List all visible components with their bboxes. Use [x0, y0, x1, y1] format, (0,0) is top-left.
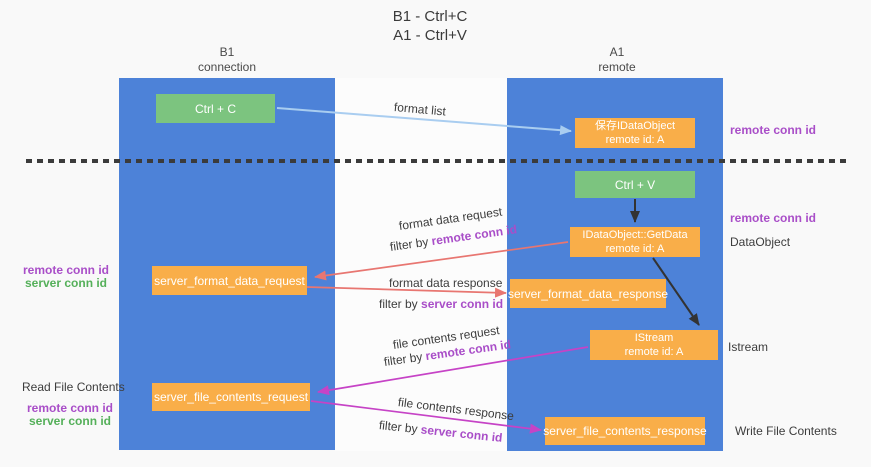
format-data-response-label: format data response [389, 276, 503, 290]
middle-strip [335, 78, 507, 451]
filter-by-prefix: filter by [379, 297, 422, 311]
diagram-title: B1 - Ctrl+C A1 - Ctrl+V [330, 7, 530, 45]
server-file-contents-response-box: server_file_contents_response [543, 417, 707, 445]
format-server-conn-id: server conn id [24, 276, 108, 290]
read-file-contents-label: Read File Contents [22, 380, 125, 394]
file-server-conn-id: server conn id [28, 414, 112, 428]
lane-b1-title: B1 [219, 45, 235, 59]
copy-paste-divider-line [26, 159, 846, 163]
lane-a1-subtitle: remote [598, 60, 636, 74]
read-file-contents-block: Read File Contents remote conn id server… [22, 380, 125, 428]
format-request-label: server_format_data_request [154, 273, 305, 288]
istream-box: IStream remote id: A [590, 330, 718, 360]
dataobject-label: DataObject [730, 235, 791, 249]
filter-server-conn-id: server conn id [421, 297, 504, 311]
format-response-filter-label: filter by server conn id [379, 297, 503, 311]
save-dataobject-line2: remote id: A [605, 134, 665, 146]
remote-conn-id-label-mid: remote conn id [730, 211, 817, 225]
lane-a1-title: A1 [609, 45, 625, 59]
istream-side-label: Istream [728, 340, 769, 354]
file-response-label: server_file_contents_response [543, 424, 707, 438]
file-request-label: server_file_contents_request [153, 390, 309, 404]
istream-line2: remote id: A [624, 346, 684, 358]
ctrl-c-label: Ctrl + C [194, 101, 236, 116]
lane-b1-subtitle: connection [197, 60, 257, 74]
save-dataobject-line1: 保存IDataObject [594, 120, 676, 132]
format-remote-conn-id: remote conn id [22, 263, 109, 277]
getdata-line1: IDataObject::GetData [582, 229, 688, 241]
save-dataobject-box: 保存IDataObject remote id: A [575, 118, 695, 148]
format-conn-id-block: remote conn id server conn id [20, 264, 112, 290]
server-format-data-response-box: server_format_data_response [507, 279, 669, 308]
file-remote-conn-id: remote conn id [26, 401, 113, 415]
server-file-contents-request-box: server_file_contents_request [152, 383, 310, 411]
lane-header-a1: A1 remote [537, 45, 697, 75]
ctrl-v-box: Ctrl + V [575, 171, 695, 198]
istream-line1: IStream [634, 332, 674, 344]
remote-conn-id-label-top: remote conn id [730, 123, 817, 137]
ctrl-c-box: Ctrl + C [156, 94, 275, 123]
ctrl-v-label: Ctrl + V [614, 177, 656, 192]
format-response-label: server_format_data_response [507, 286, 669, 301]
idataobject-getdata-box: IDataObject::GetData remote id: A [570, 227, 700, 257]
title-line-1: B1 - Ctrl+C [392, 8, 468, 25]
write-file-contents-label: Write File Contents [735, 424, 837, 438]
title-line-2: A1 - Ctrl+V [393, 27, 467, 44]
lane-header-b1: B1 connection [147, 45, 307, 75]
server-format-data-request-box: server_format_data_request [152, 266, 307, 295]
getdata-line2: remote id: A [605, 243, 665, 255]
